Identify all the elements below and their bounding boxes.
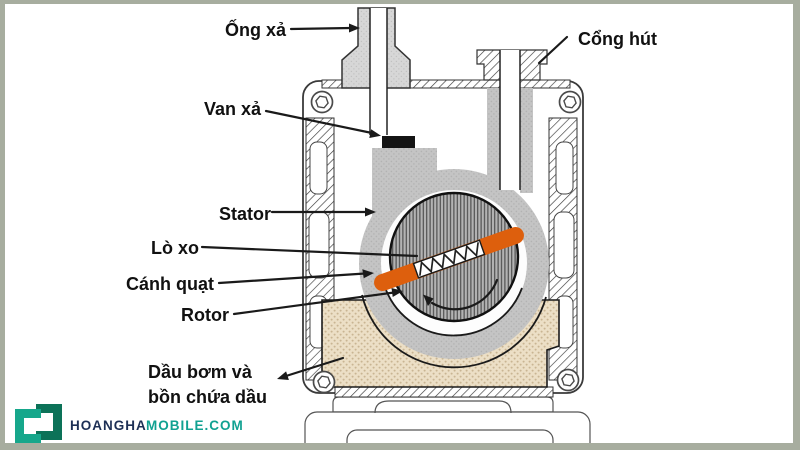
leader-vane [217,272,367,285]
leader-rotor [232,291,396,316]
label-oil-line1: Dầu bơm và [148,362,253,382]
spring-shape [419,242,479,276]
bolt-icon [558,90,582,114]
rotation-arrow [423,278,499,311]
pump-base [304,396,591,450]
label-oil-line2: bồn chứa dầu [148,387,267,407]
leader-oil [284,356,345,378]
hoangha-logo-icon [15,404,62,443]
label-exhaust-valve: Van xả [204,99,262,119]
label-rotor: Rotor [181,305,229,325]
label-stator: Stator [219,204,271,224]
vane-shape [374,226,524,292]
logo-text-primary: HOANGHA [70,418,147,433]
leader-exhaust-valve [264,109,374,135]
label-spring: Lò xo [151,238,199,258]
exhaust-valve-shape [382,136,415,148]
labels: Ống xả Cổng hút Van xả Stator Lò xo Cánh… [126,19,657,407]
label-suction-port: Cổng hút [578,29,657,49]
leader-lines [200,23,569,380]
bolt-icon [556,368,580,392]
bolt-icon [312,370,336,394]
hoangha-logo: HOANGHA MOBILE.COM [15,404,244,443]
label-vane: Cánh quạt [126,274,214,294]
label-exhaust-pipe: Ống xả [225,19,287,40]
leader-spring [200,245,419,258]
bolt-icon [310,90,334,114]
leader-exhaust-pipe [289,26,353,31]
logo-text-secondary: MOBILE.COM [146,418,244,433]
leader-suction-port [537,35,569,65]
